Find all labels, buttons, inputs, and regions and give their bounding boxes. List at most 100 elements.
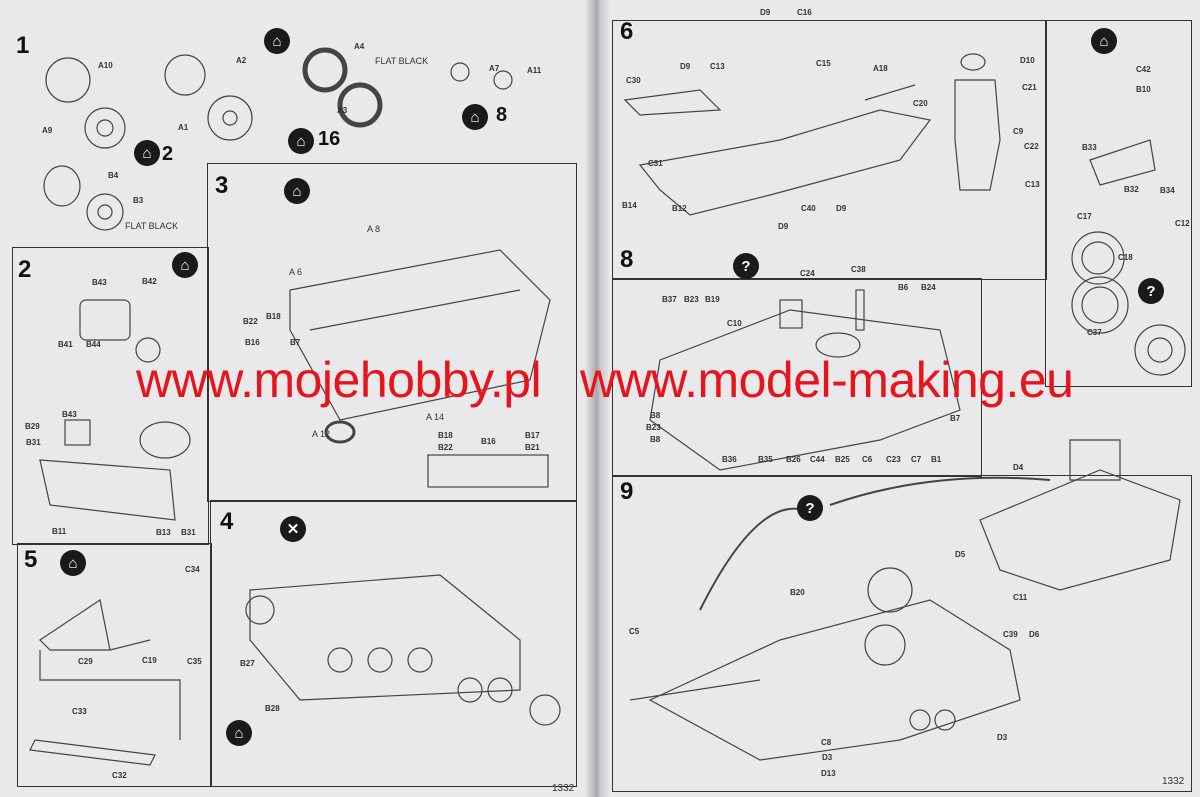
- right-page: [600, 0, 1200, 797]
- part-label: C42: [1136, 65, 1151, 74]
- question-icon: ?: [733, 253, 759, 279]
- part-label: B31: [26, 438, 41, 447]
- part-label: B43: [92, 278, 107, 287]
- part-label: C18: [1118, 253, 1133, 262]
- part-label: C9: [1013, 127, 1024, 136]
- part-label: C30: [626, 76, 641, 85]
- part-label: B43: [62, 410, 77, 419]
- step-2-number: 2: [18, 256, 32, 283]
- part-label: B6: [898, 283, 909, 292]
- no-glue-icon: ✕: [280, 516, 306, 542]
- part-label: C44: [810, 455, 825, 464]
- step-2-panel: [12, 247, 209, 545]
- part-label: C29: [78, 657, 93, 666]
- part-label: B25: [835, 455, 850, 464]
- part-label: C13: [710, 62, 725, 71]
- part-label: C8: [821, 738, 832, 747]
- part-label: A7: [489, 64, 500, 73]
- part-label: B17: [525, 431, 540, 440]
- part-label: C32: [112, 771, 127, 780]
- part-label: B44: [86, 340, 101, 349]
- part-label: D9: [778, 222, 789, 231]
- part-label: A1: [178, 123, 189, 132]
- step-4-panel: [210, 500, 577, 787]
- part-label: FLAT BLACK: [375, 56, 429, 66]
- part-label: D4: [1013, 463, 1024, 472]
- step-9-number: 9: [620, 478, 634, 505]
- part-label: C6: [862, 455, 873, 464]
- part-label: B13: [156, 528, 171, 537]
- part-label: B8: [650, 435, 661, 444]
- step-6-number: 6: [620, 18, 634, 45]
- part-label: A 6: [289, 267, 303, 277]
- part-label: C13: [1025, 180, 1040, 189]
- glue-icon: ⌂: [284, 178, 310, 204]
- part-label: B28: [265, 704, 280, 713]
- step-3-panel: [207, 163, 577, 502]
- part-label: B35: [758, 455, 773, 464]
- part-label: A 8: [367, 224, 381, 234]
- part-label: B21: [525, 443, 540, 452]
- page-number-left: 1332: [552, 783, 575, 794]
- part-label: C34: [185, 565, 200, 574]
- part-label: B11: [52, 527, 67, 536]
- step-4-number: 4: [220, 508, 234, 535]
- part-label: B19: [705, 295, 720, 304]
- glue-icon: ⌂: [226, 720, 252, 746]
- page-number-right: 1332: [1162, 776, 1185, 787]
- step-7-panel: [1045, 20, 1192, 387]
- step-8-panel: [612, 278, 982, 477]
- step-2-parts: [39, 299, 191, 521]
- part-label: C15: [816, 59, 831, 68]
- step-5-number: 5: [24, 546, 38, 573]
- part-label: B37: [662, 295, 677, 304]
- part-label: C37: [1087, 328, 1102, 337]
- part-label: B34: [1160, 186, 1175, 195]
- part-label: D13: [821, 769, 836, 778]
- glue-icon: ⌂: [60, 550, 86, 576]
- part-label: B3: [133, 196, 144, 205]
- part-label: B42: [142, 277, 157, 286]
- part-label: B32: [1124, 185, 1139, 194]
- part-label: D6: [1029, 630, 1040, 639]
- part-label: A 14: [426, 412, 445, 422]
- part-label: A9: [42, 126, 53, 135]
- part-label: B36: [722, 455, 737, 464]
- part-label: A 12: [312, 429, 331, 439]
- step-4-tracks: [245, 574, 561, 726]
- part-label: C5: [629, 627, 640, 636]
- step-8-hull: [649, 289, 961, 471]
- part-label: B7: [950, 414, 961, 423]
- part-label: C12: [1175, 219, 1190, 228]
- part-label: C19: [142, 656, 157, 665]
- part-label: D9: [680, 62, 691, 71]
- part-label: B16: [245, 338, 260, 347]
- quantity-8: 8: [496, 104, 508, 126]
- part-label: B26: [786, 455, 801, 464]
- glue-icon: ⌂: [288, 128, 314, 154]
- part-label: B22: [438, 443, 453, 452]
- part-label: B20: [790, 588, 805, 597]
- part-label: C40: [801, 204, 816, 213]
- step-1-number: 1: [16, 32, 30, 59]
- part-label: D5: [955, 550, 966, 559]
- part-label: C35: [187, 657, 202, 666]
- part-label: D9: [760, 8, 771, 17]
- part-label: C20: [913, 99, 928, 108]
- part-label: FLAT BLACK: [125, 221, 179, 231]
- part-label: A18: [873, 64, 888, 73]
- part-label: C22: [1024, 142, 1039, 151]
- step-1-wheels: [43, 47, 513, 231]
- part-label: B18: [438, 431, 453, 440]
- part-label: C39: [1003, 630, 1018, 639]
- part-label: C21: [1022, 83, 1037, 92]
- part-label: B1: [931, 455, 942, 464]
- part-label: B22: [243, 317, 258, 326]
- quantity-2: 2: [162, 143, 174, 165]
- part-label: B31: [181, 528, 196, 537]
- part-label: C38: [851, 265, 866, 274]
- part-label: B14: [622, 201, 637, 210]
- part-label: C24: [800, 269, 815, 278]
- part-label: B41: [58, 340, 73, 349]
- part-label: C23: [886, 455, 901, 464]
